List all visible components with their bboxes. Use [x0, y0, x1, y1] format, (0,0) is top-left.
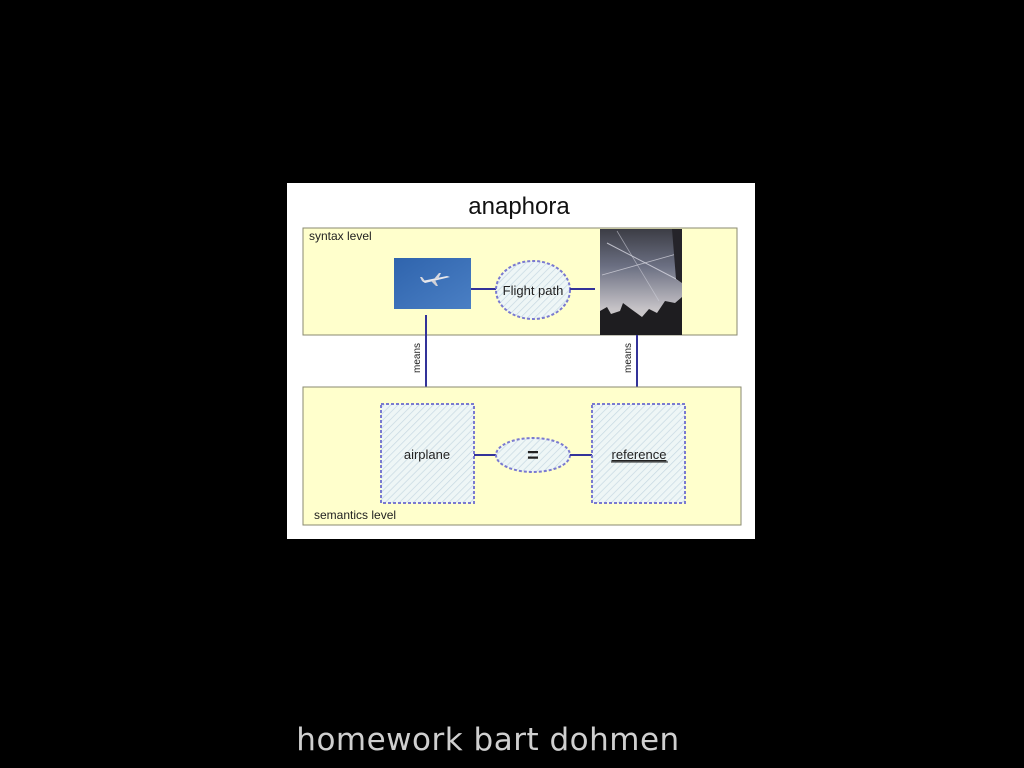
anaphora-diagram-image: anaphora syntax level Flight path [287, 183, 755, 539]
diagram-title: anaphora [468, 193, 570, 220]
reference-box [591, 403, 686, 504]
footer-caption: homework bart dohmen [296, 722, 680, 758]
reference-label: reference [612, 447, 667, 462]
airplane-box [380, 403, 475, 504]
means-label-left: means [412, 343, 423, 373]
semantics-level-label: semantics level [314, 508, 396, 522]
diagram-canvas: anaphora syntax level Flight path [302, 193, 742, 526]
syntax-level-label: syntax level [309, 229, 372, 243]
airplane-label: airplane [404, 447, 450, 462]
means-label-right: means [623, 343, 634, 373]
airplane-photo [394, 258, 471, 309]
airplane-icon [420, 273, 450, 286]
equals-label: = [527, 445, 539, 467]
flight-path-label: Flight path [503, 283, 564, 298]
contrail-sky-photo [600, 229, 682, 335]
